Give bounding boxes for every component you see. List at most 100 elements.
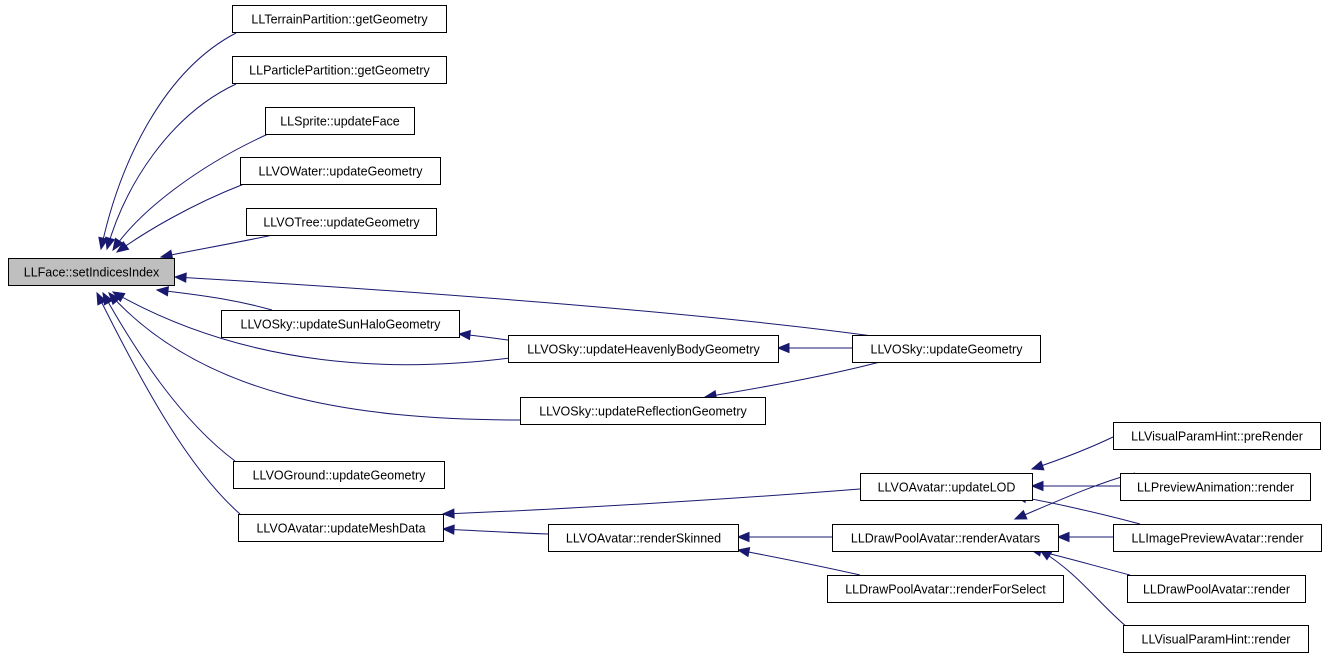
node-label: LLVisualParamHint::render xyxy=(1142,633,1291,647)
edge-imagepreview-to-renderavatars xyxy=(1056,531,1113,543)
arrowhead-icon xyxy=(1056,531,1070,543)
edge-terrain-to-root xyxy=(98,32,237,251)
edge-line xyxy=(106,83,237,250)
node-box[interactable] xyxy=(238,514,444,542)
node-box[interactable] xyxy=(827,575,1064,603)
node-box[interactable] xyxy=(860,473,1033,501)
node-updatelod[interactable]: LLVOAvatar::updateLOD xyxy=(860,473,1033,501)
node-box[interactable] xyxy=(233,461,445,489)
node-sprite[interactable]: LLSprite::updateFace xyxy=(265,107,415,135)
arrowhead-icon xyxy=(155,286,170,297)
arrowhead-icon xyxy=(96,291,107,306)
edge-line xyxy=(704,361,881,398)
node-renderforselect[interactable]: LLDrawPoolAvatar::renderForSelect xyxy=(827,575,1064,603)
arrowhead-icon xyxy=(1013,509,1028,520)
node-drawpoolrender[interactable]: LLDrawPoolAvatar::render xyxy=(1127,575,1306,603)
node-ground[interactable]: LLVOGround::updateGeometry xyxy=(233,461,445,489)
edge-skygeom-to-reflection xyxy=(703,361,881,401)
edge-line xyxy=(108,292,523,421)
edge-line xyxy=(160,234,274,258)
node-terrain[interactable]: LLTerrainPartition::getGeometry xyxy=(232,5,447,33)
edge-ground-to-root xyxy=(102,291,236,462)
arrowhead-icon xyxy=(736,546,751,558)
node-label: LLVOAvatar::updateMeshData xyxy=(256,522,425,536)
edge-heavenly-to-sunhalo xyxy=(457,329,509,341)
node-imagepreview[interactable]: LLImagePreviewAvatar::render xyxy=(1113,524,1322,552)
node-label: LLVOWater::updateGeometry xyxy=(259,165,424,179)
arrowhead-icon xyxy=(441,524,455,535)
arrowhead-icon xyxy=(105,236,116,251)
edges xyxy=(96,32,1141,629)
node-label: LLVOSky::updateHeavenlyBodyGeometry xyxy=(527,343,760,357)
node-box[interactable] xyxy=(508,335,779,363)
node-box[interactable] xyxy=(246,208,437,236)
node-water[interactable]: LLVOWater::updateGeometry xyxy=(240,157,441,185)
arrowhead-icon xyxy=(112,237,124,252)
node-label: LLTerrainPartition::getGeometry xyxy=(251,13,428,27)
node-label: LLVOAvatar::renderSkinned xyxy=(566,532,721,546)
node-renderavatars[interactable]: LLDrawPoolAvatar::renderAvatars xyxy=(832,524,1059,552)
node-box[interactable] xyxy=(520,397,766,425)
arrowhead-icon xyxy=(736,531,750,543)
node-box[interactable] xyxy=(832,524,1059,552)
node-box[interactable] xyxy=(1123,625,1309,653)
edge-sunhalo-to-root xyxy=(155,286,273,311)
edge-skygeom-to-heavenly xyxy=(776,342,852,354)
edge-line xyxy=(112,291,511,366)
node-box[interactable] xyxy=(1120,473,1311,501)
node-box[interactable] xyxy=(240,157,441,185)
node-label: LLParticlePartition::getGeometry xyxy=(249,64,430,78)
node-box[interactable] xyxy=(8,258,175,286)
node-box[interactable] xyxy=(232,56,447,84)
edge-line xyxy=(737,549,861,576)
arrowhead-icon xyxy=(108,292,121,306)
edge-sprite-to-root xyxy=(112,133,269,252)
node-box[interactable] xyxy=(232,5,447,33)
node-box[interactable] xyxy=(1113,524,1322,552)
edge-line xyxy=(1039,549,1129,629)
node-box[interactable] xyxy=(548,524,739,552)
edge-line xyxy=(442,528,549,535)
node-root[interactable]: LLFace::setIndicesIndex xyxy=(8,258,175,286)
node-reflection[interactable]: LLVOSky::updateReflectionGeometry xyxy=(520,397,766,425)
edge-line xyxy=(156,289,273,311)
node-label: LLDrawPoolAvatar::render xyxy=(1143,583,1290,597)
edge-particle-to-root xyxy=(105,83,237,251)
edge-tree-to-root xyxy=(159,234,274,260)
arrowhead-icon xyxy=(173,272,187,283)
node-label: LLImagePreviewAvatar::render xyxy=(1131,532,1303,546)
node-meshdata[interactable]: LLVOAvatar::updateMeshData xyxy=(238,514,444,542)
arrowhead-icon xyxy=(1030,460,1045,471)
node-box[interactable] xyxy=(1127,575,1306,603)
edge-line xyxy=(116,183,245,253)
arrowhead-icon xyxy=(1030,480,1044,492)
node-label: LLVisualParamHint::preRender xyxy=(1131,430,1303,444)
node-skygeom[interactable]: LLVOSky::updateGeometry xyxy=(852,335,1041,363)
edge-reflection-to-root xyxy=(108,292,523,421)
node-box[interactable] xyxy=(852,335,1041,363)
node-sunhalo[interactable]: LLVOSky::updateSunHaloGeometry xyxy=(221,310,460,338)
arrowhead-icon xyxy=(441,508,455,519)
node-label: LLVOSky::updateReflectionGeometry xyxy=(539,405,747,419)
node-tree[interactable]: LLVOTree::updateGeometry xyxy=(246,208,437,236)
node-box[interactable] xyxy=(221,310,460,338)
node-label: LLVOTree::updateGeometry xyxy=(263,216,420,230)
nodes: LLFace::setIndicesIndex LLTerrainPartitio… xyxy=(8,5,1322,653)
node-particle[interactable]: LLParticlePartition::getGeometry xyxy=(232,56,447,84)
node-renderskinned[interactable]: LLVOAvatar::renderSkinned xyxy=(548,524,739,552)
edge-renderforselect-to-renderskinned xyxy=(736,546,861,576)
node-prerender[interactable]: LLVisualParamHint::preRender xyxy=(1113,422,1321,450)
node-label: LLVOAvatar::updateLOD xyxy=(878,481,1016,495)
node-box[interactable] xyxy=(265,107,415,135)
edge-line xyxy=(1031,436,1114,470)
node-heavenly[interactable]: LLVOSky::updateHeavenlyBodyGeometry xyxy=(508,335,779,363)
node-box[interactable] xyxy=(1113,422,1321,450)
node-vphrender[interactable]: LLVisualParamHint::render xyxy=(1123,625,1309,653)
node-previewanim[interactable]: LLPreviewAnimation::render xyxy=(1120,473,1311,501)
edge-meshdata-to-root xyxy=(96,291,241,515)
arrowhead-icon xyxy=(457,329,471,341)
edge-line xyxy=(102,292,236,462)
edge-line xyxy=(112,133,269,251)
node-label: LLSprite::updateFace xyxy=(280,115,400,129)
arrowhead-icon xyxy=(159,249,174,260)
